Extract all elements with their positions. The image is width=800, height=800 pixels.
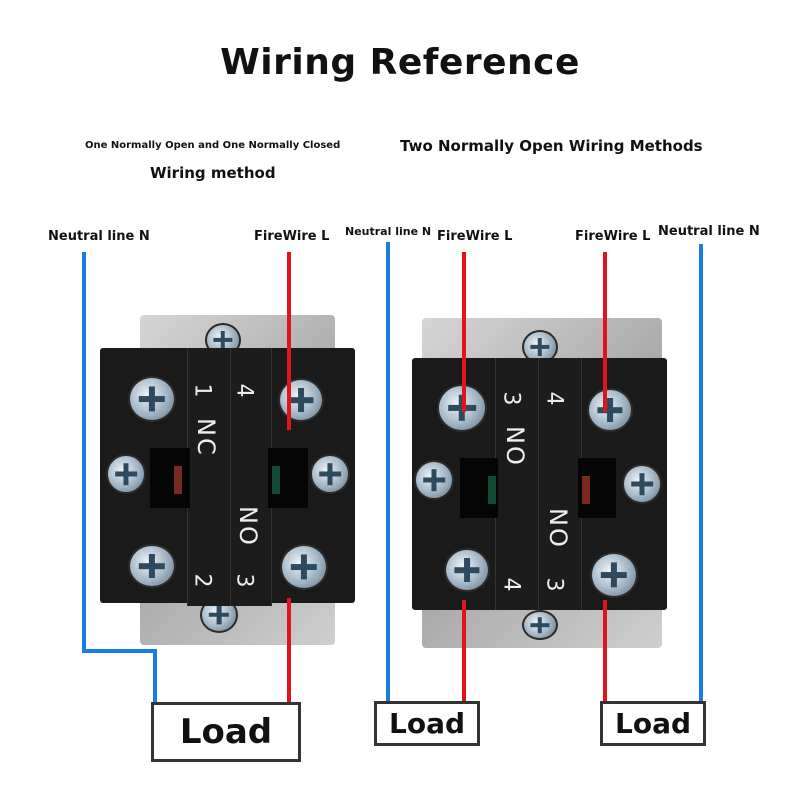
left-heading-line2: Wiring method (150, 164, 276, 182)
terminal-1-screw-icon (128, 376, 176, 422)
terminal-4b-screw-icon (444, 548, 490, 592)
no-actuator-tab (272, 466, 280, 494)
left-fire-label: FireWire L (254, 229, 330, 244)
right-fire-right-label: FireWire L (575, 229, 651, 244)
right-fire-left-wire-top (462, 252, 466, 412)
right-fire-left-wire-bottom (462, 600, 466, 702)
no-a-label: NO (501, 426, 529, 467)
no-strip-b (538, 358, 582, 610)
no-strip (230, 348, 272, 606)
nc-label: NC (192, 418, 220, 457)
no-label: NO (234, 506, 262, 547)
page-title: Wiring Reference (220, 42, 580, 83)
nc-no-contact-block: 1 4 NC NO 2 3 (100, 315, 356, 645)
nc-slot (150, 448, 190, 508)
terminal-2-screw-icon (128, 544, 176, 588)
terminal-4a-label: 4 (541, 391, 567, 406)
side-screw-left-icon (414, 460, 454, 500)
right-neutral-left-label: Neutral line N (345, 225, 432, 238)
side-screw-left-icon (106, 454, 146, 494)
right-heading: Two Normally Open Wiring Methods (400, 137, 703, 155)
no-a-actuator-tab (488, 476, 496, 504)
right-neutral-right-label: Neutral line N (658, 224, 760, 239)
left-neutral-wire (82, 252, 86, 652)
nc-actuator-tab (174, 466, 182, 494)
left-load-box: Load (151, 702, 301, 762)
terminal-4b-label: 4 (498, 577, 524, 592)
side-screw-right-icon (622, 464, 662, 504)
terminal-3-screw-icon (280, 544, 328, 590)
terminal-4-label: 4 (231, 383, 257, 398)
no-b-label: NO (544, 508, 572, 549)
no-b-actuator-tab (582, 476, 590, 504)
right-load-right-box: Load (600, 701, 706, 746)
terminal-3-label: 3 (231, 573, 257, 588)
left-neutral-wire-drop (153, 649, 157, 702)
right-neutral-right-wire (699, 244, 703, 702)
right-neutral-left-wire (386, 242, 390, 702)
left-fire-wire-top (287, 252, 291, 430)
terminal-3a-label: 3 (498, 391, 524, 406)
side-screw-right-icon (310, 454, 350, 494)
contact-block-body: 3 4 NO NO 4 3 (412, 358, 667, 610)
left-heading-line1: One Normally Open and One Normally Close… (85, 140, 341, 151)
terminal-1-label: 1 (189, 383, 215, 398)
left-neutral-wire-jog (82, 649, 156, 653)
terminal-4a-screw-icon (587, 388, 633, 432)
terminal-4-screw-icon (278, 378, 324, 422)
left-neutral-label: Neutral line N (48, 229, 150, 244)
right-load-left-box: Load (374, 701, 480, 746)
bottom-mount-screw-icon (522, 610, 558, 640)
right-fire-left-label: FireWire L (437, 229, 513, 244)
left-fire-wire-bottom (287, 598, 291, 702)
contact-block-body: 1 4 NC NO 2 3 (100, 348, 355, 606)
terminal-2-label: 2 (189, 573, 215, 588)
no-no-contact-block: 3 4 NO NO 4 3 (412, 318, 668, 648)
terminal-3b-label: 3 (541, 577, 567, 592)
right-fire-right-wire-top (603, 252, 607, 412)
terminal-3b-screw-icon (590, 552, 638, 598)
right-fire-right-wire-bottom (603, 600, 607, 702)
